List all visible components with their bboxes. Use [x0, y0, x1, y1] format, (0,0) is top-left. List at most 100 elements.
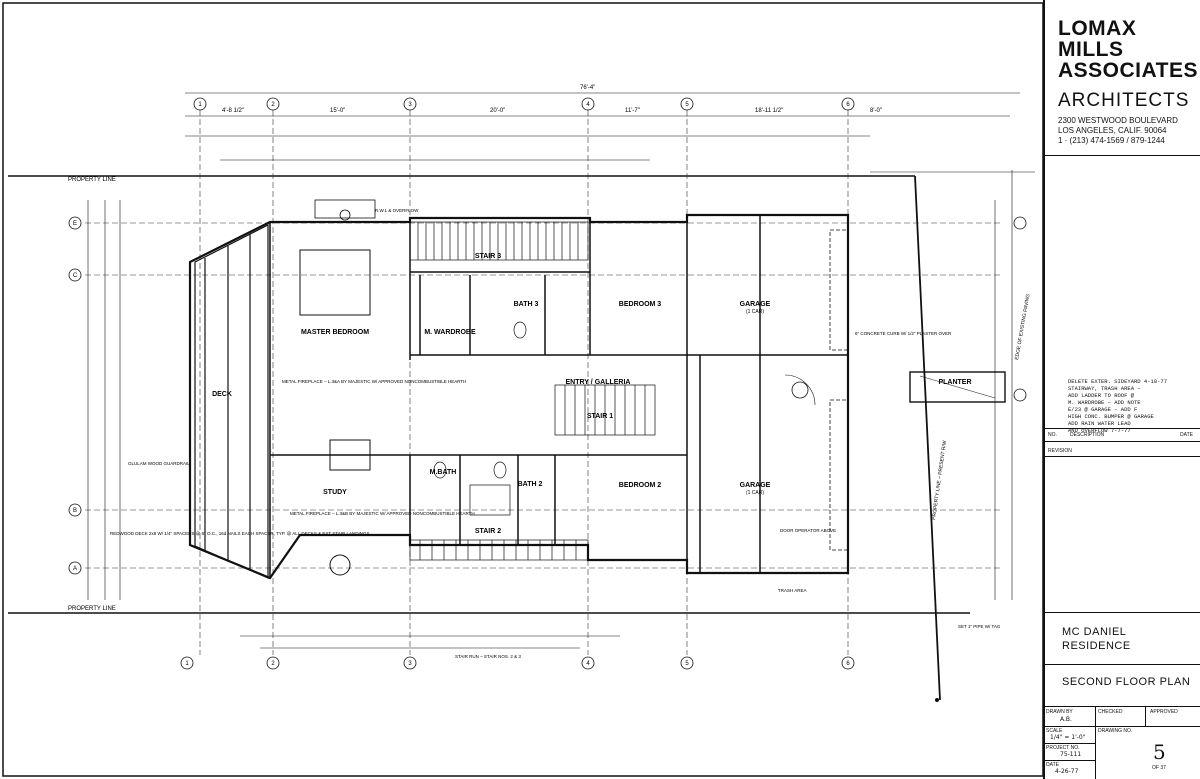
- divider: [1043, 664, 1200, 665]
- grid-bottom-4: 4: [586, 661, 590, 667]
- room-deck: DECK: [212, 391, 232, 398]
- firm-line-1: LOMAX: [1058, 17, 1137, 40]
- rev-col-date: DATE: [1180, 432, 1193, 438]
- sheet-number: 5: [1153, 740, 1166, 764]
- grid-left-c: C: [73, 273, 78, 279]
- divider: [1043, 760, 1095, 761]
- sheet-of: OF 37: [1152, 765, 1166, 771]
- project-no-label: PROJECT NO.: [1046, 745, 1080, 751]
- divider: [1043, 743, 1095, 744]
- room-master-bedroom: MASTER BEDROOM: [301, 329, 369, 336]
- grid-top-6: 6: [846, 102, 850, 108]
- dim-3: 20'-0": [490, 108, 505, 114]
- property-line-label-bottom: PROPERTY LINE: [68, 606, 116, 612]
- room-stair-3: STAIR 3: [475, 253, 501, 260]
- firm-line-3: ASSOCIATES: [1058, 59, 1198, 82]
- overall-dimension: 76'-4": [580, 85, 595, 91]
- firm-line-2: MILLS: [1058, 38, 1124, 61]
- note-fireplace-1: METAL FIREPLACE – L.3&A BY MAJESTIC W/ A…: [282, 379, 466, 384]
- floor-plan-drawing: PROPERTY LINE PROPERTY LINE PROPERTY LIN…: [2, 2, 1043, 777]
- approved-label: APPROVED: [1150, 709, 1178, 715]
- garage-top-sub: (1 CAR): [746, 309, 764, 315]
- grid-bottom-6: 6: [846, 661, 850, 667]
- divider: [1043, 456, 1200, 457]
- scale-value: 1/4" = 1'-0": [1050, 734, 1086, 741]
- date-label: DATE: [1046, 762, 1059, 768]
- title-block: [1043, 0, 1200, 779]
- top-dimension-labels: 4'-8 1/2" 15'-0" 20'-0" 11'-7" 18'-11 1/…: [222, 108, 882, 114]
- grid-left-a: A: [73, 566, 77, 572]
- deck-outline: [194, 224, 269, 579]
- checked-label: CHECKED: [1098, 709, 1123, 715]
- note-trash: TRASH AREA: [778, 588, 807, 593]
- dim-4: 11'-7": [625, 108, 640, 114]
- room-planter: PLANTER: [938, 379, 971, 386]
- note-concrete: 6" CONCRETE CURB W/ 1/2" PLASTER OVER: [855, 331, 952, 336]
- drawn-by-label: DRAWN BY: [1046, 709, 1073, 715]
- garage-bottom-sub: (1 CAR): [746, 490, 764, 496]
- sheet-border: [2, 2, 1043, 777]
- rev-note-8: AND OVERFLOW 7-7-77: [1068, 427, 1131, 434]
- note-rwl: R.W.L & OVERFLOW: [375, 208, 419, 213]
- rev-col-no: NO.: [1048, 432, 1057, 438]
- note-glulam: GLULAM WOOD GUARDRAIL: [128, 461, 190, 466]
- address-line-1: 2300 WESTWOOD BOULEVARD: [1058, 116, 1178, 125]
- note-fireplace-2: METAL FIREPLACE – L.3&B BY MAJESTIC W/ A…: [290, 511, 475, 516]
- room-bath-3: BATH 3: [514, 301, 539, 308]
- fireplace-study: [329, 554, 351, 576]
- grid-bottom-5: 5: [685, 661, 689, 667]
- grid-left-b: B: [73, 508, 77, 514]
- project-name-2: RESIDENCE: [1062, 640, 1131, 652]
- date-value: 4-26-77: [1055, 768, 1079, 775]
- grid-top-5: 5: [685, 102, 689, 108]
- cell-divider: [1095, 706, 1096, 779]
- rev-note-7: ADD RAIN WATER LEAD: [1068, 420, 1131, 427]
- grid-top-2: 2: [271, 102, 275, 108]
- grid-bubbles-left: [68, 216, 82, 575]
- grid-top-4: 4: [586, 102, 590, 108]
- fireplace-master: [329, 439, 371, 471]
- scale-label: SCALE: [1046, 728, 1063, 734]
- dim-5: 18'-11 1/2": [755, 108, 783, 114]
- dim-2: 15'-0": [330, 108, 345, 114]
- grid-top-1: 1: [198, 102, 202, 108]
- revision-notes: DELETE EXTER. SIDEYARD 4-18-77 STAIRWAY,…: [1068, 378, 1167, 434]
- firm-address: 2300 WESTWOOD BOULEVARD LOS ANGELES, CAL…: [1058, 116, 1178, 146]
- note-door-operator: DOOR OPERATOR ABOVE: [780, 528, 836, 533]
- divider: [1043, 612, 1200, 613]
- room-m-bath: M.BATH: [430, 469, 457, 476]
- room-bedroom-2: BEDROOM 2: [619, 482, 662, 489]
- rev-note-3: ADD LADDER TO ROOF @: [1068, 392, 1135, 399]
- room-stair-2: STAIR 2: [475, 528, 501, 535]
- room-garage-top: GARAGE: [740, 301, 771, 308]
- room-entry: ENTRY / GALLERIA: [566, 379, 631, 386]
- rev-note-2: STAIRWAY, TRASH AREA –: [1068, 385, 1141, 392]
- divider: [1043, 428, 1200, 429]
- exterior-walls: [188, 213, 850, 580]
- grid-left-e: E: [73, 221, 77, 227]
- garage-door-top: [829, 229, 849, 351]
- note-pipe: SET 1" PIPE W/ TAG: [958, 624, 1001, 629]
- bathroom-fixtures: [433, 321, 527, 516]
- grid-bottom-2: 2: [271, 661, 275, 667]
- property-line-label-top: PROPERTY LINE: [68, 177, 116, 183]
- dim-1: 4'-8 1/2": [222, 108, 244, 114]
- room-bath-2: BATH 2: [518, 481, 543, 488]
- room-m-wardrobe: M. WARDROBE: [424, 329, 476, 336]
- project-name-1: MC DANIEL: [1062, 626, 1127, 638]
- address-line-2: LOS ANGELES, CALIF. 90064: [1058, 126, 1167, 135]
- cell-divider: [1145, 706, 1146, 726]
- interior-walls: [269, 215, 848, 578]
- address-phone: 1 · (213) 474-1569 / 879-1244: [1058, 136, 1165, 145]
- grid-bubbles-bottom: [180, 656, 855, 670]
- rev-note-5: E/23 @ GARAGE – ADD F: [1068, 406, 1138, 413]
- dimension-lines: [87, 92, 1020, 649]
- room-garage-bottom: GARAGE: [740, 482, 771, 489]
- divider: [1043, 726, 1200, 727]
- rev-note-4: M. WARDROBE – ADD NOTE: [1068, 399, 1141, 406]
- divider: [1043, 155, 1200, 156]
- grid-lines: [85, 110, 1000, 655]
- drawn-by-value: A.B.: [1060, 716, 1072, 723]
- grid-bubbles-top: [193, 97, 855, 111]
